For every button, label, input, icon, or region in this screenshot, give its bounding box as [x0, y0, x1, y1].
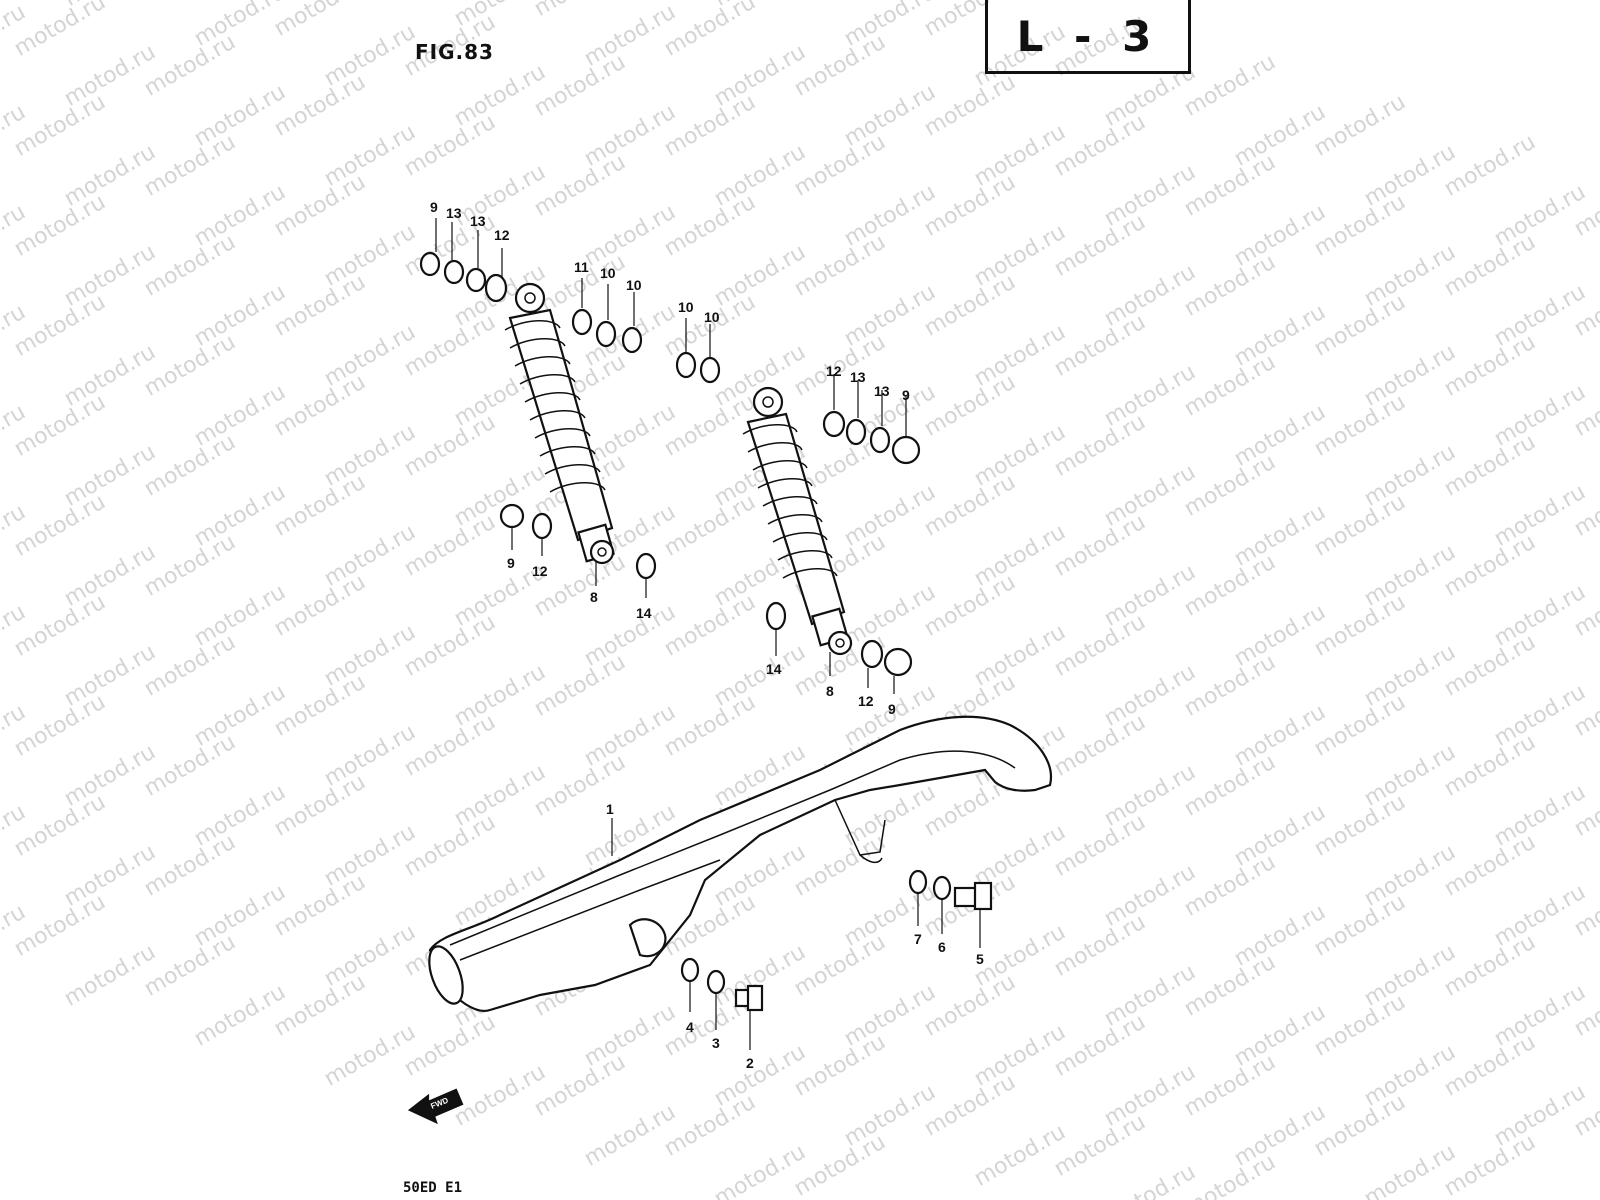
model-code: 50ED E1 — [403, 1180, 463, 1196]
callout-12: 12 — [826, 363, 842, 379]
washer-icon — [845, 418, 867, 446]
cap-nut-icon — [499, 503, 525, 529]
callout-14: 14 — [766, 661, 782, 677]
left-shock-top-eye — [514, 282, 546, 314]
bolt-head-icon — [973, 881, 993, 911]
washer-icon — [484, 273, 508, 303]
callout-2: 2 — [746, 1055, 754, 1071]
washer-icon — [860, 639, 884, 669]
leader-lines — [435, 218, 981, 1050]
left-shock-bottom-eye — [589, 539, 615, 565]
chain-case-front-opening — [428, 945, 464, 1005]
washer-icon — [699, 356, 721, 384]
washer-icon — [465, 267, 487, 293]
callout-12: 12 — [858, 693, 874, 709]
callout-9: 9 — [902, 387, 910, 403]
washer-icon — [680, 957, 700, 983]
callout-13: 13 — [874, 383, 890, 399]
chain-case-fasteners — [680, 869, 993, 1012]
callout-12: 12 — [494, 227, 510, 243]
callout-10: 10 — [626, 277, 642, 293]
left-shock-body — [508, 308, 614, 542]
right-shock-top-eye — [752, 386, 784, 418]
washer-icon — [531, 512, 553, 540]
callout-10: 10 — [600, 265, 616, 281]
washer-icon — [675, 351, 697, 379]
chain-case-body — [428, 715, 1053, 1012]
washer-icon — [765, 601, 787, 631]
callout-1: 1 — [606, 801, 614, 817]
lower-right-fasteners — [765, 601, 913, 677]
callout-6: 6 — [938, 939, 946, 955]
washer-icon — [595, 320, 617, 348]
section-code: L - 3 — [1016, 12, 1160, 61]
lower-left-fasteners — [499, 503, 657, 580]
callout-7: 7 — [914, 931, 922, 947]
left-shock-top-eye-hole — [524, 292, 536, 304]
front-direction-arrow: FWD — [407, 1088, 464, 1125]
callout-10: 10 — [678, 299, 694, 315]
callout-9: 9 — [507, 555, 515, 571]
bolt-head-icon — [746, 984, 764, 1012]
lock-washer-icon — [706, 969, 726, 995]
right-shock-spring — [742, 424, 838, 579]
cap-nut-icon — [419, 251, 441, 277]
washer-icon — [635, 552, 657, 580]
callout-13: 13 — [446, 205, 462, 221]
callout-8: 8 — [590, 589, 598, 605]
callout-12: 12 — [532, 563, 548, 579]
upper-right-fasteners — [822, 410, 921, 465]
callout-11: 11 — [574, 259, 589, 275]
callout-4: 4 — [686, 1019, 694, 1035]
right-shock-absorber — [742, 386, 853, 656]
upper-left-fasteners — [419, 251, 721, 384]
callout-10: 10 — [704, 309, 720, 325]
lock-washer-icon — [932, 875, 952, 901]
washer-icon — [908, 869, 928, 895]
right-shock-body — [746, 412, 846, 626]
right-shock-bottom-eye — [827, 630, 853, 656]
callout-numbers: 9 13 13 12 11 10 10 10 10 12 13 13 9 9 1… — [430, 199, 984, 1071]
callout-14: 14 — [636, 605, 652, 621]
washer-icon — [443, 259, 465, 285]
callout-13: 13 — [470, 213, 486, 229]
callout-3: 3 — [712, 1035, 720, 1051]
left-shock-absorber — [504, 282, 615, 565]
washer-icon — [869, 426, 891, 454]
callout-9: 9 — [430, 199, 438, 215]
left-shock-spring — [504, 320, 606, 493]
callout-13: 13 — [850, 369, 866, 385]
figure-label: FIG.83 — [415, 40, 494, 64]
callout-8: 8 — [826, 683, 834, 699]
chain-case-mount-tab — [628, 918, 667, 958]
callout-9: 9 — [888, 701, 896, 717]
section-box: L - 3 — [985, 0, 1191, 74]
washer-icon — [822, 410, 846, 438]
washer-icon — [571, 308, 593, 336]
cap-nut-icon — [891, 435, 921, 465]
cap-nut-icon — [883, 647, 913, 677]
chain-case — [428, 715, 1053, 1012]
washer-icon — [621, 326, 643, 354]
callout-5: 5 — [976, 951, 984, 967]
